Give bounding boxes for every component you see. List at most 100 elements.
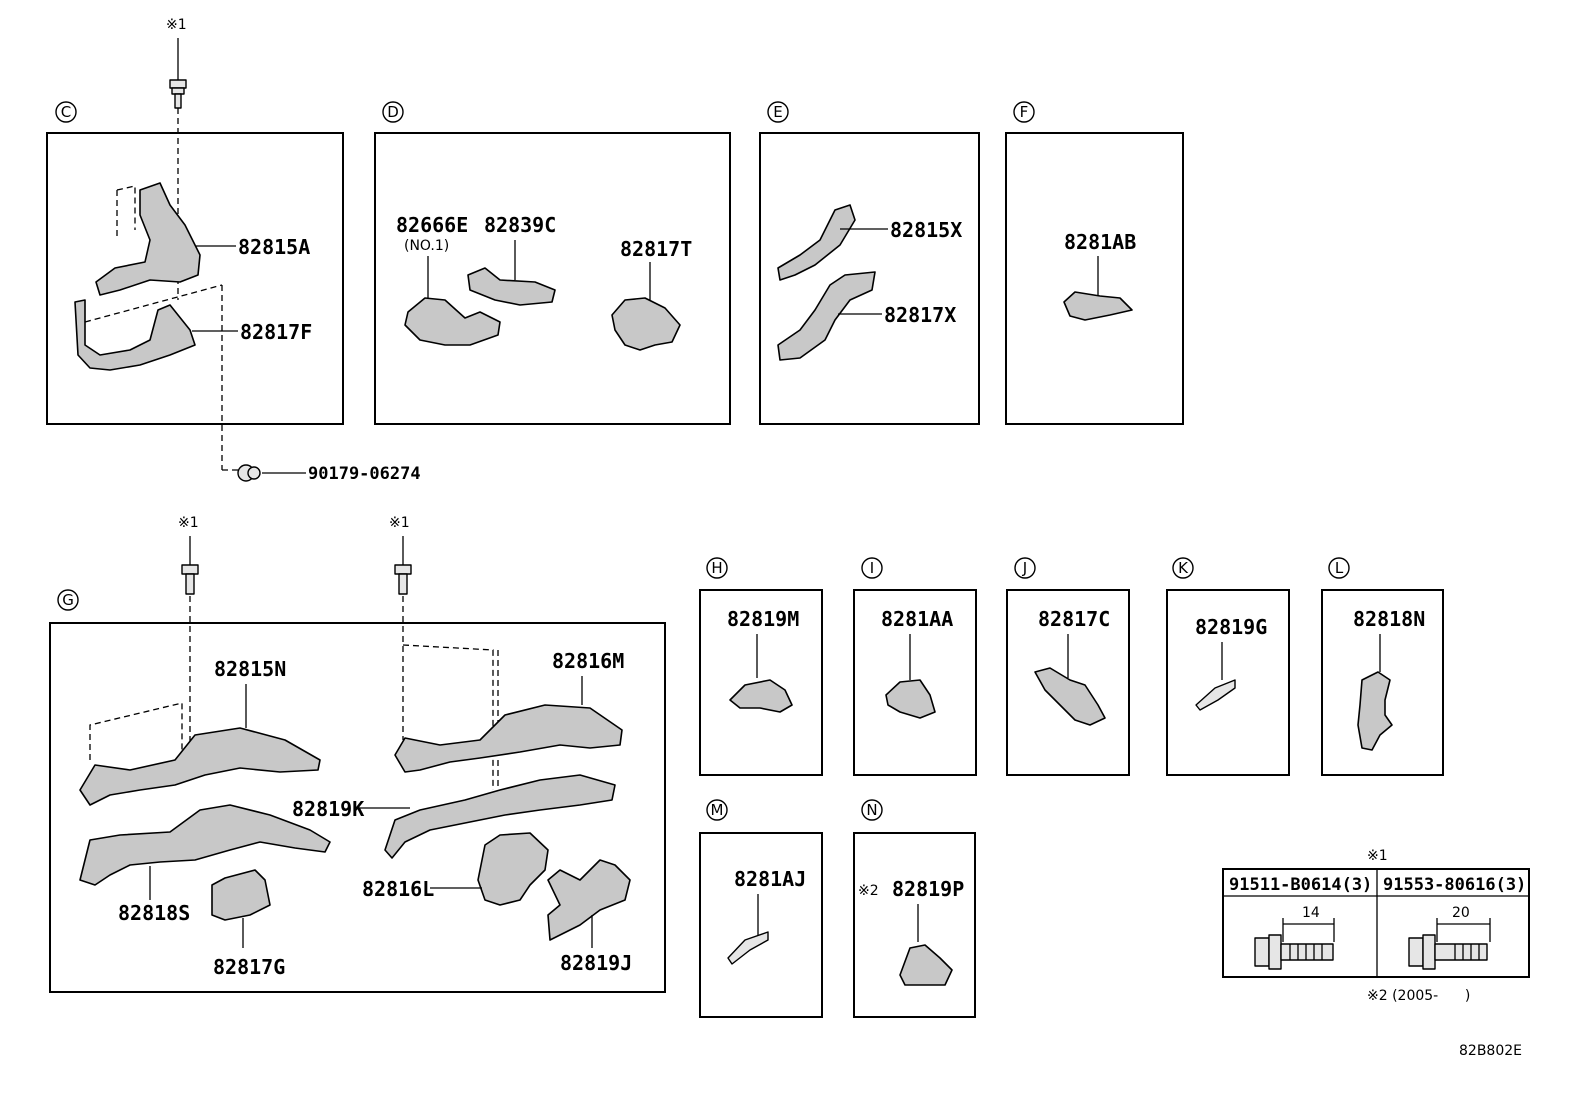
section-k: K 82819G <box>1166 557 1290 776</box>
label-82819j: 82819J <box>560 951 632 975</box>
part-82817x-shape <box>777 271 876 361</box>
label-8281ab: 8281AB <box>1064 230 1136 254</box>
label-82815x: 82815X <box>890 218 962 242</box>
part-82817f-shape <box>74 299 196 371</box>
label-82817f: 82817F <box>240 320 312 344</box>
bolt-mark-c: ※1 <box>166 17 187 33</box>
section-h-letter: H <box>711 559 722 577</box>
part-82819j-shape <box>547 859 631 941</box>
label-82666e: 82666E <box>396 213 468 237</box>
bolt-dim-1: 14 <box>1302 905 1320 921</box>
section-c: C ※1 82815A 82817F 90179-06274 <box>46 17 421 484</box>
part-82819m-shape <box>729 679 793 713</box>
label-8281aj: 8281AJ <box>734 867 806 891</box>
label-82818n: 82818N <box>1353 607 1425 631</box>
section-h: H 82819M <box>699 557 823 776</box>
section-i: I 8281AA <box>853 557 977 776</box>
mark-n: ※2 <box>858 883 879 899</box>
nut-icon <box>237 464 261 482</box>
label-82815a: 82815A <box>238 235 310 259</box>
bolt-table: ※1 91511-B0614(3) 91553-80616(3) 14 <box>1222 848 1530 1004</box>
diagram-code: 82B802E <box>1459 1043 1522 1059</box>
section-j-box <box>1006 589 1130 776</box>
bolt-icon-g1 <box>181 564 199 595</box>
section-e: E 82815X 82817X <box>759 101 980 425</box>
section-j-letter: J <box>1022 559 1027 577</box>
part-82819k-shape <box>384 774 616 859</box>
section-f-letter: F <box>1020 103 1029 121</box>
label-nut: 90179-06274 <box>308 464 421 484</box>
section-j: J 82817C <box>1006 557 1130 776</box>
section-k-box <box>1166 589 1290 776</box>
section-d-letter: D <box>387 103 399 121</box>
part-8281ab-shape <box>1063 291 1133 321</box>
bolt-dim-2: 20 <box>1452 905 1470 921</box>
part-82817t-shape <box>611 297 681 351</box>
bolt-icon-g2 <box>394 564 412 595</box>
section-l: L 82818N <box>1321 557 1444 776</box>
section-h-box <box>699 589 823 776</box>
section-g: G ※1 ※1 82815N 82816M 82819K <box>49 515 666 993</box>
part-82819g-shape <box>1195 679 1236 711</box>
part-82815x-shape <box>777 204 856 281</box>
section-g-letter: G <box>62 591 74 609</box>
section-g-box <box>49 622 666 993</box>
bolt-91553-icon <box>1408 934 1488 970</box>
part-82816l-shape <box>477 832 549 906</box>
label-82815n: 82815N <box>214 657 286 681</box>
section-f: F 8281AB <box>1005 101 1184 425</box>
section-l-letter: L <box>1335 559 1344 577</box>
part-82817g-shape <box>211 869 271 921</box>
label-82817x: 82817X <box>884 303 956 327</box>
label-82819g: 82819G <box>1195 615 1267 639</box>
section-n-box <box>853 832 976 1018</box>
label-82817c: 82817C <box>1038 607 1110 631</box>
section-i-letter: I <box>870 559 874 577</box>
part-8281aj-shape <box>727 931 769 965</box>
label-82817t: 82817T <box>620 237 692 261</box>
section-e-letter: E <box>773 103 782 121</box>
part-82839c-shape <box>467 267 556 306</box>
part-82818s-shape <box>79 804 331 886</box>
part-82819p-shape <box>899 944 953 986</box>
label-no1: (NO.1) <box>404 238 449 254</box>
section-c-letter: C <box>61 103 71 121</box>
section-m: M 8281AJ <box>699 799 823 1018</box>
part-8281aa-shape <box>885 679 936 719</box>
label-82816m: 82816M <box>552 649 624 673</box>
section-k-letter: K <box>1178 559 1189 577</box>
label-82819m: 82819M <box>727 607 799 631</box>
section-m-letter: M <box>711 801 724 819</box>
section-l-box <box>1321 589 1444 776</box>
section-i-box <box>853 589 977 776</box>
label-82819p: 82819P <box>892 877 964 901</box>
bolt-91511-icon <box>1254 934 1334 970</box>
part-82815a-shape <box>95 182 201 296</box>
section-n: N ※2 82819P <box>853 799 976 1018</box>
label-82816l: 82816L <box>362 877 434 901</box>
bolt-icon-c <box>169 79 187 109</box>
section-d-box <box>374 132 731 425</box>
section-m-box <box>699 832 823 1018</box>
label-82819k: 82819K <box>292 797 364 821</box>
section-c-box <box>46 132 344 425</box>
part-82815n-shape <box>79 727 321 806</box>
section-e-box <box>759 132 980 425</box>
label-82817g: 82817G <box>213 955 285 979</box>
bolt-header-2: 91553-80616(3) <box>1383 875 1526 895</box>
section-f-box <box>1005 132 1184 425</box>
bolt-header-1: 91511-B0614(3) <box>1229 875 1372 895</box>
label-8281aa: 8281AA <box>881 607 953 631</box>
section-n-letter: N <box>866 801 877 819</box>
label-82818s: 82818S <box>118 901 190 925</box>
part-82817c-shape <box>1034 667 1106 726</box>
footnote: ※2 (2005- ) <box>1367 988 1470 1004</box>
label-82839c: 82839C <box>484 213 556 237</box>
bolt-table-mark: ※1 <box>1367 848 1388 864</box>
section-d: D 82666E (NO.1) 82839C 82817T <box>374 101 731 425</box>
part-82816m-shape <box>394 704 623 773</box>
part-82818n-shape <box>1357 671 1393 751</box>
bolt-mark-g1: ※1 <box>178 515 199 531</box>
bolt-mark-g2: ※1 <box>389 515 410 531</box>
